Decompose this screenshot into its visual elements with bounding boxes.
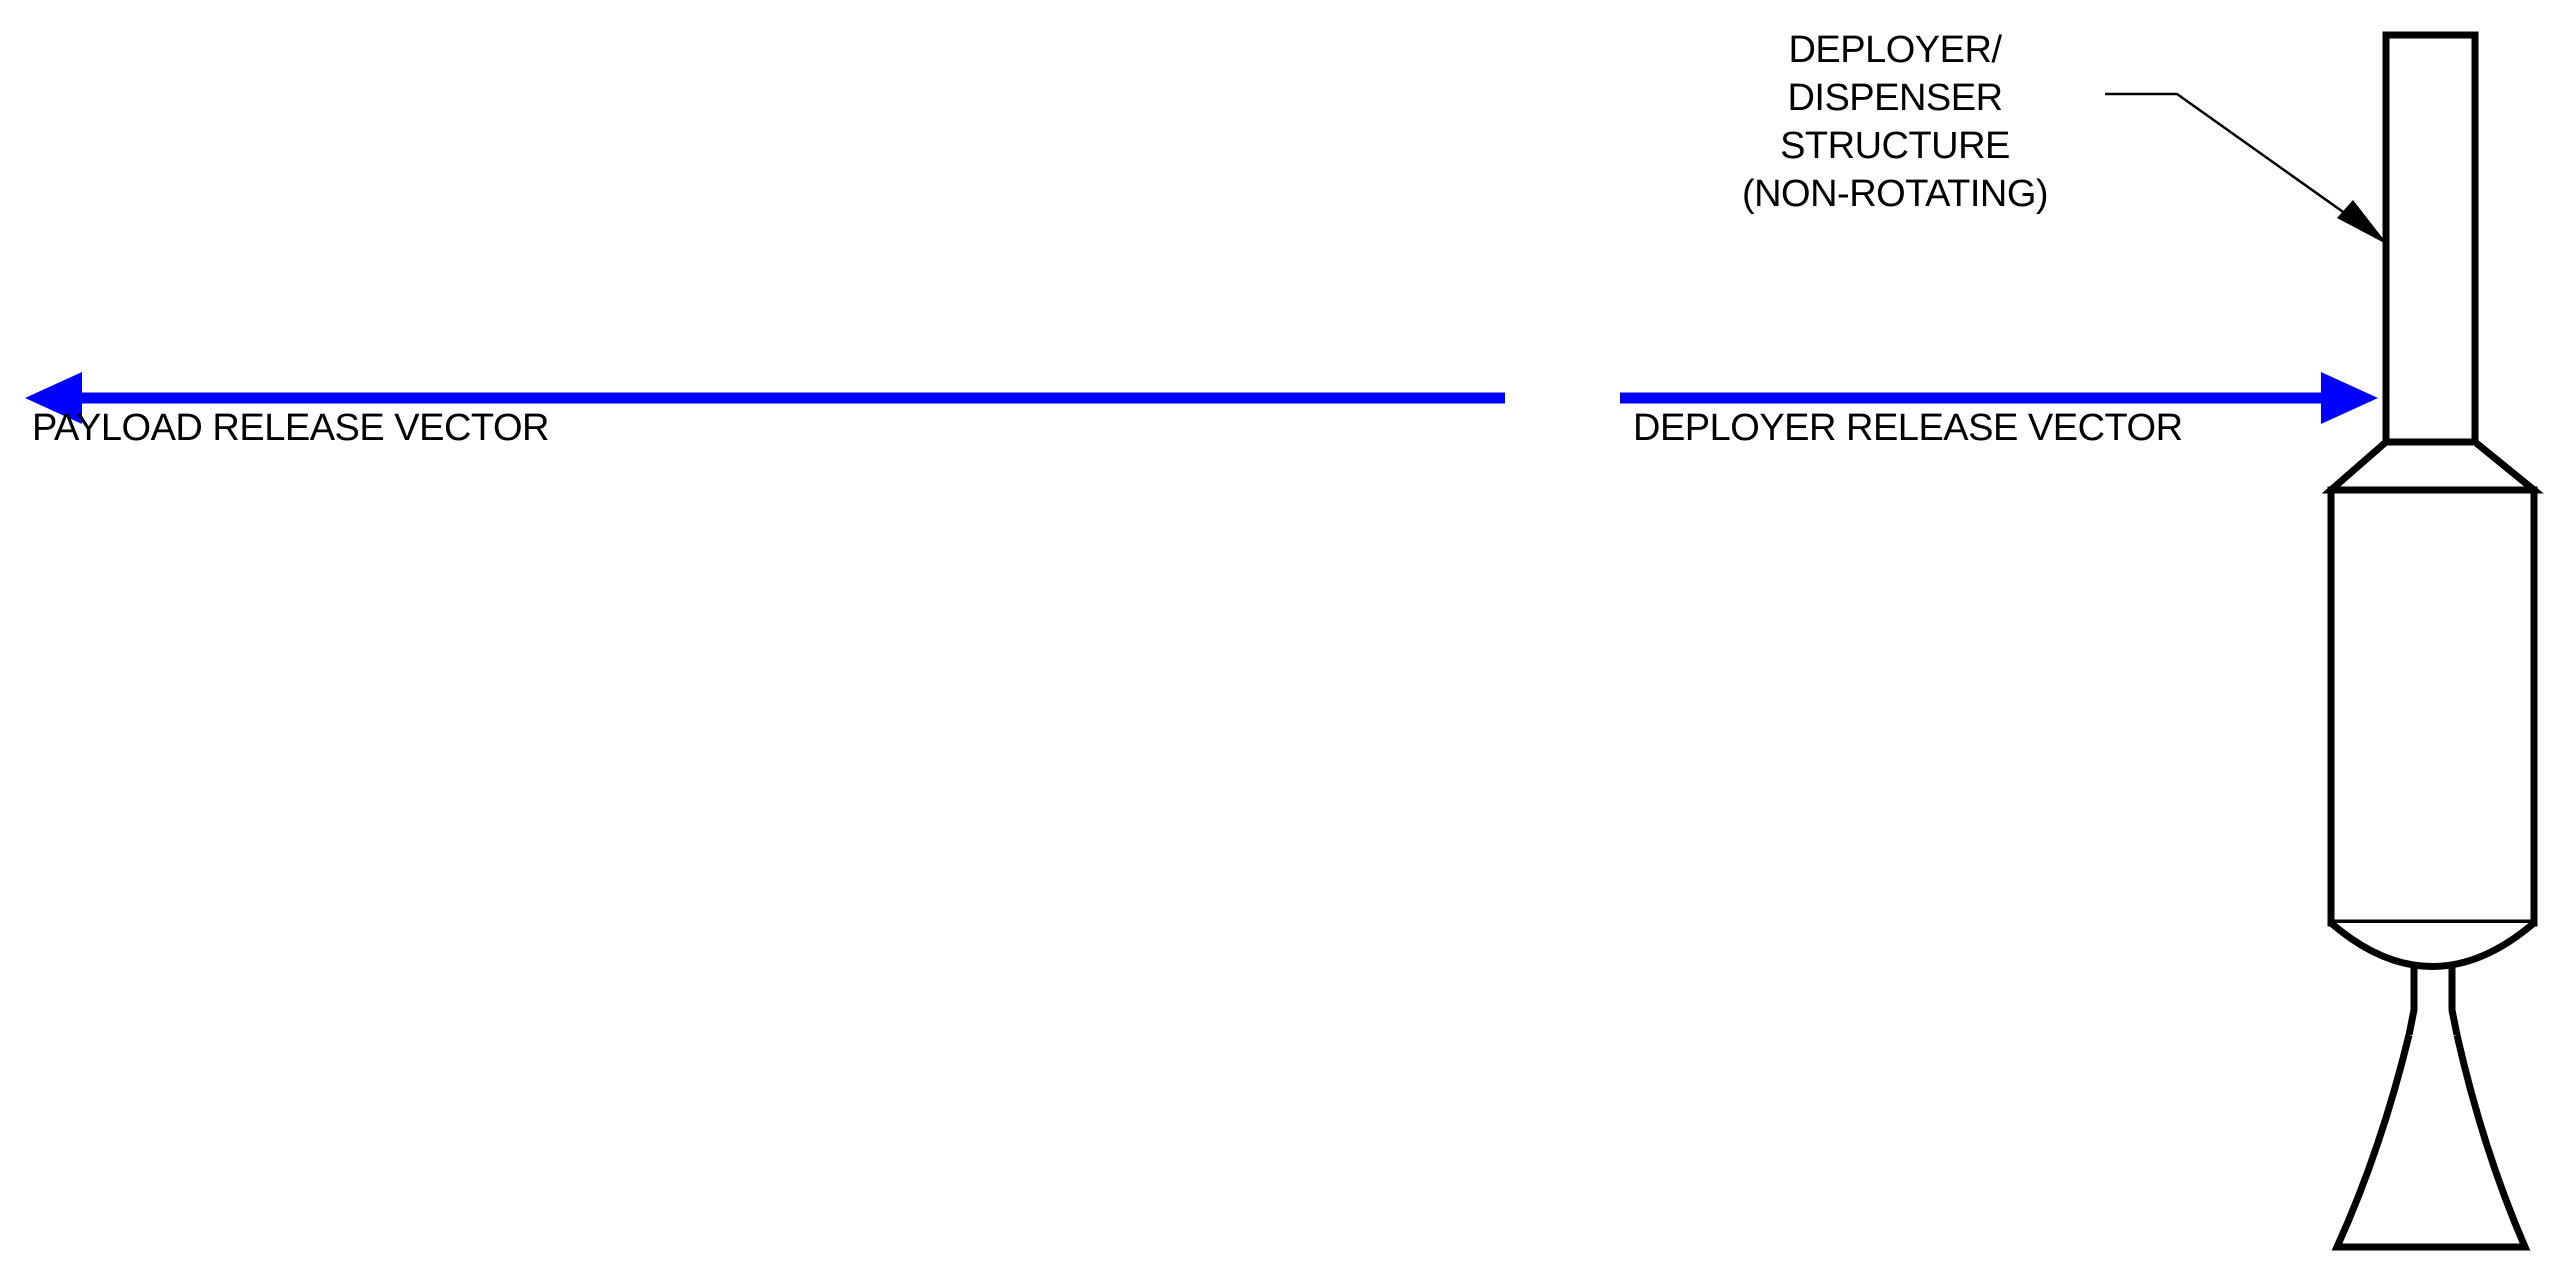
payload-release-vector-arrow [25,372,1505,424]
callout-leader [2105,92,2388,245]
payload-release-vector-label: PAYLOAD RELEASE VECTOR [32,407,549,449]
launch-vehicle-group [2321,31,2544,1251]
leader-line-path [2105,92,2385,243]
engine-nozzle-bell [2331,1034,2531,1251]
deployer-vector-arrowhead-icon [2321,372,2378,424]
deployer-release-vector-label: DEPLOYER RELEASE VECTOR [1633,407,2183,449]
upper-deployer-cylinder [2382,31,2479,446]
callout-line-4: (NON-ROTATING) [1742,173,2048,215]
callout-text-block: DEPLOYER/ DISPENSER STRUCTURE (NON-ROTAT… [1742,29,2049,215]
callout-line-3: STRUCTURE [1780,125,2010,167]
engine-throat [2405,963,2461,1036]
main-body-cylinder [2327,486,2538,927]
conical-transition [2321,438,2544,494]
payload-vector-arrowhead-icon [25,372,82,424]
callout-line-2: DISPENSER [1787,77,2002,119]
aft-dome [2328,920,2537,970]
callout-line-1: DEPLOYER/ [1788,29,2002,71]
leader-arrowhead-icon [2337,200,2388,245]
deployer-release-vector-arrow [1620,372,2378,424]
